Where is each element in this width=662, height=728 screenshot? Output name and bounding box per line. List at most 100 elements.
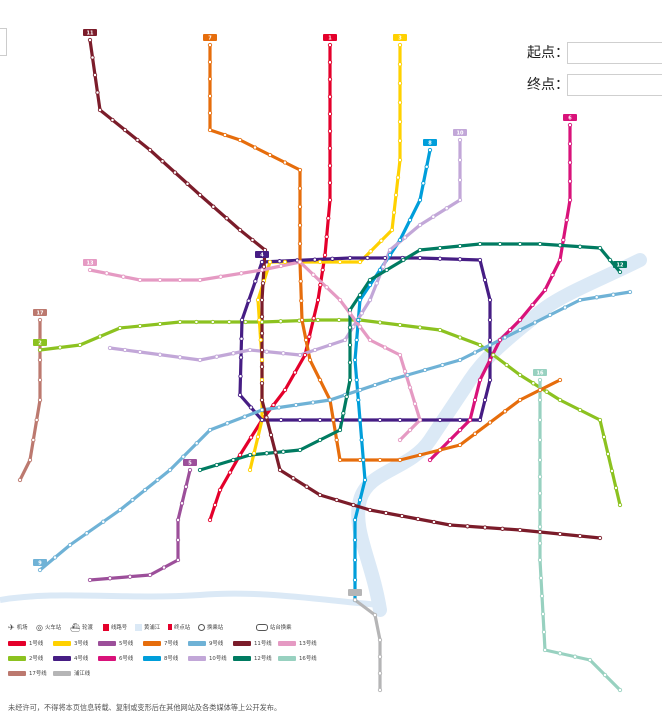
station-dot[interactable] <box>207 93 213 99</box>
station-dot[interactable] <box>239 317 245 323</box>
station-dot[interactable] <box>297 186 303 191</box>
station-dot[interactable] <box>92 72 98 78</box>
station-dot[interactable] <box>354 337 359 343</box>
station-dot[interactable] <box>318 282 323 288</box>
line-tag-11[interactable]: 11 <box>83 29 97 36</box>
station-dot[interactable] <box>447 522 453 528</box>
station-dot[interactable] <box>397 157 403 163</box>
line-tag-5[interactable]: 5 <box>183 459 197 466</box>
station-dot[interactable] <box>259 319 265 325</box>
station-dot[interactable] <box>185 181 190 186</box>
station-dot[interactable] <box>541 629 547 635</box>
station-dot[interactable] <box>259 397 265 403</box>
station-dot[interactable] <box>292 370 298 375</box>
station-dot[interactable] <box>507 327 513 333</box>
station-dot[interactable] <box>337 417 343 423</box>
station-dot[interactable] <box>577 407 583 413</box>
station-dot[interactable] <box>567 179 573 184</box>
station-dot[interactable] <box>259 357 265 363</box>
station-dot[interactable] <box>264 451 269 456</box>
station-dot[interactable] <box>267 152 273 158</box>
station-dot[interactable] <box>347 342 353 348</box>
line-tag-16[interactable]: 16 <box>533 369 547 376</box>
station-dot[interactable] <box>377 457 383 463</box>
station-dot[interactable] <box>417 325 423 330</box>
station-dot[interactable] <box>311 316 316 321</box>
station-dot[interactable] <box>297 352 303 358</box>
station-dot[interactable] <box>540 611 546 617</box>
line-tag-13[interactable]: 13 <box>83 259 97 266</box>
station-dot[interactable] <box>52 555 58 560</box>
station-dot[interactable] <box>537 529 543 535</box>
station-dot[interactable] <box>597 245 603 251</box>
station-dot[interactable] <box>217 487 223 493</box>
station-dot[interactable] <box>291 476 296 481</box>
station-dot[interactable] <box>557 651 563 656</box>
station-dot[interactable] <box>537 507 543 513</box>
station-dot[interactable] <box>17 477 23 483</box>
station-dot[interactable] <box>557 397 563 403</box>
station-dot[interactable] <box>487 342 493 348</box>
station-dot[interactable] <box>248 405 254 410</box>
station-dot[interactable] <box>465 524 470 529</box>
station-dot[interactable] <box>237 227 243 233</box>
station-dot[interactable] <box>239 336 244 341</box>
station-dot[interactable] <box>304 484 309 489</box>
station-dot[interactable] <box>264 349 269 354</box>
station-dot[interactable] <box>344 394 349 399</box>
line-tag-9[interactable]: 9 <box>33 559 47 566</box>
line-tag-pj[interactable] <box>348 589 362 596</box>
station-dot[interactable] <box>367 277 373 283</box>
station-dot[interactable] <box>351 502 356 508</box>
station-dot[interactable] <box>281 449 286 454</box>
station-dot[interactable] <box>487 317 493 323</box>
station-dot[interactable] <box>257 317 262 323</box>
station-dot[interactable] <box>537 437 543 443</box>
metro-line-4[interactable] <box>238 256 492 422</box>
station-dot[interactable] <box>324 285 329 290</box>
station-dot[interactable] <box>472 350 478 355</box>
station-dot[interactable] <box>157 352 163 357</box>
station-dot[interactable] <box>347 311 353 316</box>
station-dot[interactable] <box>147 572 153 578</box>
station-dot[interactable] <box>531 381 536 386</box>
station-dot[interactable] <box>627 289 633 295</box>
station-dot[interactable] <box>298 279 303 284</box>
station-dot[interactable] <box>397 457 403 463</box>
station-dot[interactable] <box>382 255 388 261</box>
station-dot[interactable] <box>307 334 312 339</box>
station-dot[interactable] <box>354 377 359 383</box>
station-dot[interactable] <box>327 163 333 168</box>
station-dot[interactable] <box>447 437 453 443</box>
station-dot[interactable] <box>337 259 343 265</box>
station-dot[interactable] <box>542 287 548 293</box>
station-dot[interactable] <box>259 381 265 386</box>
station-dot[interactable] <box>367 507 373 513</box>
station-dot[interactable] <box>397 437 403 443</box>
station-dot[interactable] <box>517 372 523 378</box>
station-dot[interactable] <box>402 369 408 374</box>
station-dot[interactable] <box>567 122 573 128</box>
station-dot[interactable] <box>567 141 573 146</box>
station-dot[interactable] <box>331 417 336 423</box>
station-dot[interactable] <box>482 397 488 403</box>
station-dot[interactable] <box>337 427 343 433</box>
station-dot[interactable] <box>253 279 258 284</box>
station-dot[interactable] <box>37 317 43 323</box>
station-dot[interactable] <box>177 277 183 283</box>
station-dot[interactable] <box>457 417 463 423</box>
station-dot[interactable] <box>421 181 426 186</box>
station-dot[interactable] <box>222 132 228 138</box>
station-dot[interactable] <box>431 519 437 525</box>
station-dot[interactable] <box>317 259 323 265</box>
station-dot[interactable] <box>259 407 265 413</box>
station-dot[interactable] <box>384 267 389 273</box>
station-dot[interactable] <box>161 565 167 570</box>
station-dot[interactable] <box>613 485 619 491</box>
station-dot[interactable] <box>327 342 333 348</box>
station-dot[interactable] <box>260 281 266 286</box>
station-dot[interactable] <box>317 377 323 383</box>
station-dot[interactable] <box>361 457 366 463</box>
station-dot[interactable] <box>130 497 135 503</box>
station-dot[interactable] <box>587 657 593 663</box>
